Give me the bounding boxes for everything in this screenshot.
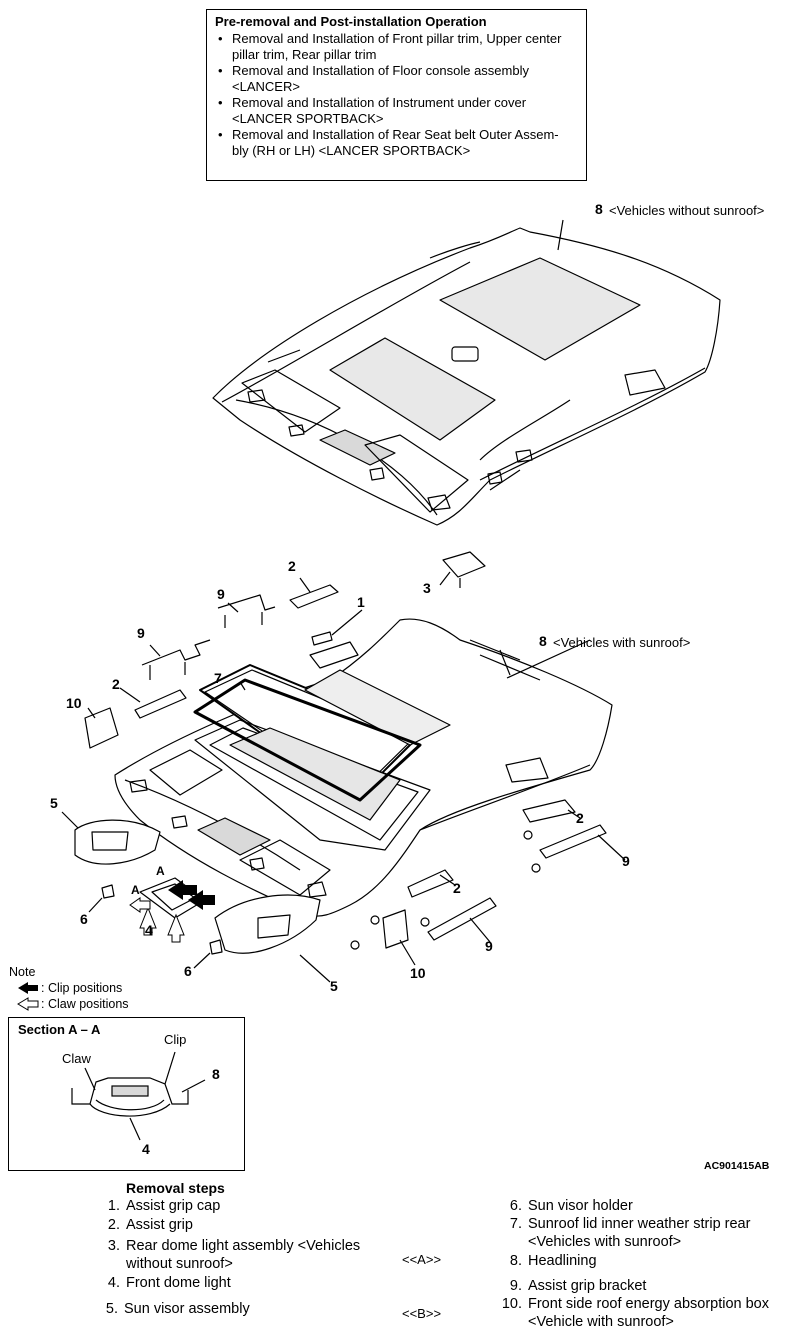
clip-legend: : Clip positions (41, 981, 123, 995)
section-a-a-box (8, 1017, 245, 1171)
removal-step: 5.Sun visor assembly (105, 1301, 250, 1317)
pre-removal-title: Pre-removal and Post-installation Operat… (215, 14, 487, 29)
callout-7: 7 (214, 670, 222, 686)
removal-steps-title: Removal steps (126, 1180, 225, 1196)
callout-6: 6 (80, 911, 88, 927)
callout-8-top: 8 (595, 201, 603, 217)
pre-removal-item: Removal and Installation of Front pillar… (215, 31, 578, 63)
claw-legend: : Claw positions (41, 997, 129, 1011)
callout-8-top-text: <Vehicles without sunroof> (609, 203, 765, 218)
pre-removal-item: Removal and Installation of Instrument u… (215, 95, 578, 127)
callout-10: 10 (410, 965, 426, 981)
callout-9: 9 (137, 625, 145, 641)
section-claw-label: Claw (62, 1051, 91, 1066)
callout-9: 9 (217, 586, 225, 602)
removal-step: 1.Assist grip cap (107, 1198, 221, 1214)
section-callout-8: 8 (212, 1066, 220, 1082)
callout-2: 2 (112, 676, 120, 692)
callout-4: 4 (145, 922, 153, 938)
headlining-without-sunroof (212, 227, 721, 526)
pre-removal-item: Removal and Installation of Floor consol… (215, 63, 578, 95)
pre-removal-item: Removal and Installation of Rear Seat be… (215, 127, 578, 159)
reference-b: <<B>> (402, 1306, 442, 1321)
callout-8-mid-text: <Vehicles with sunroof> (553, 635, 691, 650)
pre-removal-box: Pre-removal and Post-installation Operat… (206, 9, 587, 181)
callout-5: 5 (50, 795, 58, 811)
removal-step: 10.Front side roof energy absorption box… (501, 1296, 769, 1330)
section-clip-label: Clip (164, 1032, 187, 1047)
removal-step: 2.Assist grip (107, 1217, 193, 1233)
figure-code: AC901415AB (704, 1160, 770, 1172)
callout-5: 5 (330, 978, 338, 994)
callout-2: 2 (288, 558, 296, 574)
removal-step: 6.Sun visor holder (509, 1198, 633, 1214)
removal-step: 9.Assist grip bracket (509, 1278, 647, 1294)
callout-8-mid: 8 (539, 633, 547, 649)
callout-9: 9 (485, 938, 493, 954)
headlining-exploded-diagram (17, 219, 721, 1141)
removal-step: 8.Headlining (509, 1253, 597, 1269)
removal-step: 4.Front dome light (107, 1275, 231, 1291)
section-title: Section A – A (18, 1022, 101, 1037)
note-title: Note (9, 965, 36, 979)
callout-3: 3 (423, 580, 431, 596)
section-callout-4: 4 (142, 1141, 150, 1157)
removal-step: 7.Sunroof lid inner weather strip rear <… (509, 1216, 751, 1250)
callout-9: 9 (622, 853, 630, 869)
callout-1: 1 (357, 594, 365, 610)
section-marker-a: A (156, 864, 165, 878)
pre-removal-list: Removal and Installation of Front pillar… (215, 31, 578, 159)
section-marker-a: A (131, 883, 140, 897)
note-legend: Note : Clip positions : Claw positions (9, 964, 129, 1012)
callout-2: 2 (576, 810, 584, 826)
callout-10: 10 (66, 695, 82, 711)
reference-a: <<A>> (402, 1252, 442, 1267)
callout-2: 2 (453, 880, 461, 896)
callout-6: 6 (184, 963, 192, 979)
removal-step: 3.Rear dome light assembly <Vehicles wit… (107, 1238, 361, 1272)
